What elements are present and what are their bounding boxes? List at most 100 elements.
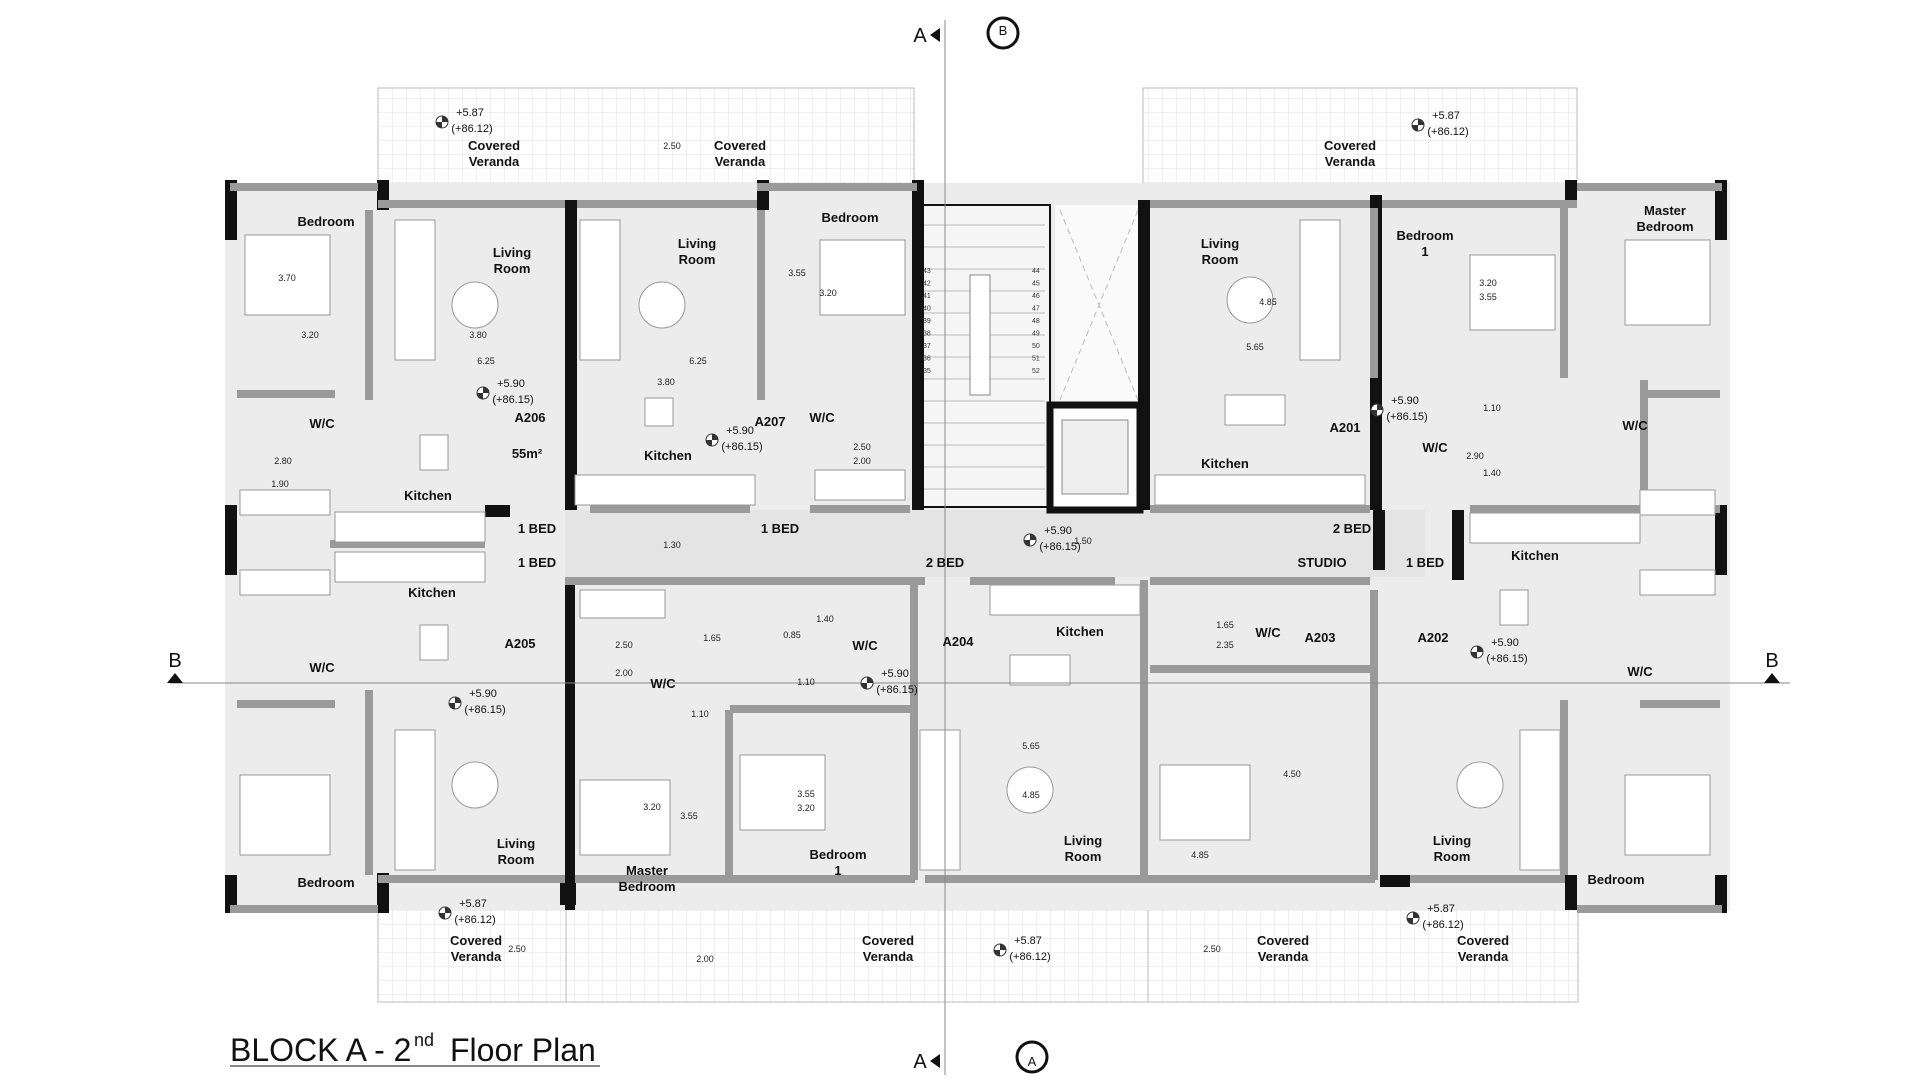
sofa — [394, 219, 436, 361]
dimension: 4.85 — [1191, 850, 1209, 860]
bathtub — [1639, 569, 1716, 596]
bathtub — [239, 569, 331, 596]
room-label-bedroom: Bedroom — [1396, 228, 1453, 243]
veranda-label-covered: Covered — [450, 933, 502, 948]
unit-code: A206 — [514, 410, 545, 425]
dimension: 3.80 — [657, 377, 675, 387]
level-symbol-fill — [436, 116, 448, 128]
dimension: 2.00 — [853, 456, 871, 466]
room-label-living: Living — [1201, 236, 1239, 251]
room-label-wc: W/C — [650, 676, 676, 691]
dimension: 1.90 — [271, 479, 289, 489]
stair-number: 47 — [1032, 306, 1040, 313]
coffee-table — [1226, 276, 1274, 324]
room-label-kitchen: Kitchen — [408, 585, 456, 600]
unit-code: A207 — [754, 414, 785, 429]
dimension: 2.50 — [615, 640, 633, 650]
dimension: 5.65 — [1246, 342, 1264, 352]
dimension: 1.40 — [1483, 468, 1501, 478]
bed — [1469, 254, 1556, 331]
room-label-kitchen: Kitchen — [1056, 624, 1104, 639]
section-b-top-marker — [986, 16, 1020, 50]
room-label-bedroom: Bedroom — [809, 847, 866, 862]
dimension: 2.50 — [853, 442, 871, 452]
room-label-living: Living — [497, 836, 535, 851]
dimension: 3.55 — [680, 811, 698, 821]
sofa — [1519, 729, 1561, 871]
dimension: 3.55 — [788, 268, 806, 278]
dining-table — [419, 434, 449, 471]
bed — [1624, 239, 1711, 326]
dimension-labels: 2.50 3.70 3.20 3.80 6.25 3.55 3.20 6.25 … — [271, 141, 1501, 964]
veranda-label-veranda: Veranda — [1458, 949, 1509, 964]
level-symbol-fill — [861, 677, 873, 689]
bed — [239, 774, 331, 856]
level-absolute-value: (+86.15) — [1039, 541, 1080, 553]
title-superscript: nd — [414, 1030, 434, 1050]
dimension: 2.00 — [696, 954, 714, 964]
kitchen-counter — [1154, 474, 1366, 506]
section-b-top-label: B — [999, 23, 1008, 38]
room-label-one: 1 — [1421, 244, 1428, 259]
level-symbol-fill — [449, 697, 461, 709]
section-a-top-label: A — [913, 25, 927, 47]
level-absolute-value: (+86.12) — [1009, 951, 1050, 963]
stair-number: 42 — [923, 281, 931, 288]
coffee-table — [451, 281, 499, 329]
room-label-wc: W/C — [1627, 664, 1653, 679]
dimension: 1.40 — [816, 614, 834, 624]
unit-code: A203 — [1304, 630, 1335, 645]
coffee-table — [1456, 761, 1504, 809]
bathtub — [814, 469, 906, 501]
room-label-wc: W/C — [309, 416, 335, 431]
bed — [819, 239, 906, 316]
level-value: +5.87 — [1014, 935, 1042, 947]
level-symbol-fill — [706, 434, 718, 446]
stair-number: 38 — [923, 331, 931, 338]
room-label-bedroom: Bedroom — [297, 214, 354, 229]
section-markers: A A B A B B — [167, 16, 1780, 1074]
room-label-kitchen: Kitchen — [1201, 456, 1249, 471]
veranda-label-veranda: Veranda — [1258, 949, 1309, 964]
room-label-living: Living — [1064, 833, 1102, 848]
level-absolute-value: (+86.15) — [721, 441, 762, 453]
corridor — [565, 510, 1425, 577]
veranda-label-covered: Covered — [1457, 933, 1509, 948]
bathtub — [579, 589, 666, 619]
veranda-label-covered: Covered — [468, 138, 520, 153]
section-b-right-label: B — [1765, 650, 1778, 672]
level-value: +5.90 — [1044, 525, 1072, 537]
level-symbol-fill — [1024, 534, 1036, 546]
bathtub — [239, 489, 331, 516]
room-label-room: Room — [494, 261, 531, 276]
dimension: 2.35 — [1216, 640, 1234, 650]
unit-code: A204 — [942, 634, 974, 649]
dimension: 1.30 — [663, 540, 681, 550]
dimension: 1.65 — [1216, 620, 1234, 630]
level-symbol-fill — [994, 944, 1006, 956]
dimension: 3.55 — [797, 789, 815, 799]
stair-number: 49 — [1032, 331, 1040, 338]
level-absolute-value: (+86.12) — [1422, 919, 1463, 931]
dining-table — [1224, 394, 1286, 426]
section-lines — [170, 20, 1790, 1075]
dimension: 3.80 — [469, 330, 487, 340]
stair-number: 45 — [1032, 281, 1040, 288]
dining-table — [1009, 654, 1071, 686]
room-label-wc: W/C — [1622, 418, 1648, 433]
stair-number: 44 — [1032, 268, 1040, 275]
level-symbol-fill — [1371, 404, 1383, 416]
stair-number: 39 — [923, 318, 931, 325]
partitions — [230, 183, 1722, 913]
veranda-label-covered: Covered — [714, 138, 766, 153]
coffee-table — [451, 761, 499, 809]
dimension: 3.20 — [797, 803, 815, 813]
unit-type: 1 BED — [518, 521, 556, 536]
room-label-room: Room — [679, 252, 716, 267]
room-label-living: Living — [493, 245, 531, 260]
dimension: 3.70 — [278, 273, 296, 283]
dimension: 3.20 — [301, 330, 319, 340]
room-label-room: Room — [1202, 252, 1239, 267]
sofa — [579, 219, 621, 361]
level-value: +5.90 — [881, 668, 909, 680]
